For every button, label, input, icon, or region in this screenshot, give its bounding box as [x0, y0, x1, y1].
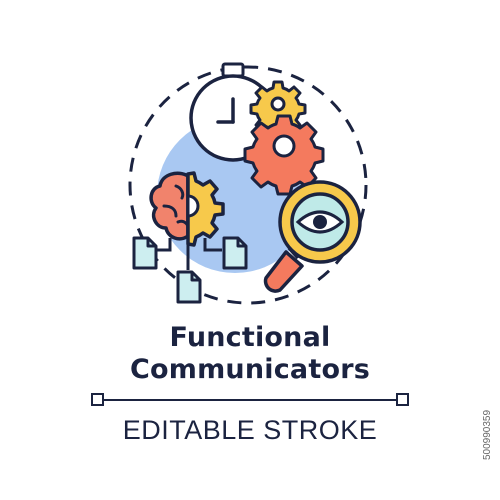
concept-title: Functional Communicators [0, 322, 500, 386]
divider-handle-left [91, 393, 104, 406]
stroke-divider [91, 393, 409, 406]
magnifier-eye-icon [263, 180, 362, 293]
gear-icon [243, 114, 325, 196]
title-line-2: Communicators [130, 354, 370, 385]
document-icon [176, 270, 202, 304]
document-icon [132, 236, 158, 270]
concept-illustration [128, 62, 368, 305]
divider-handle-right [396, 393, 409, 406]
dashed-ring [128, 65, 368, 305]
editable-stroke-caption: EDITABLE STROKE [122, 415, 378, 445]
brain-icon [149, 171, 225, 247]
title-line-1: Functional [169, 322, 331, 353]
stock-id: 500990359 [482, 409, 493, 461]
document-icon [222, 236, 248, 270]
clock-icon [189, 62, 277, 162]
